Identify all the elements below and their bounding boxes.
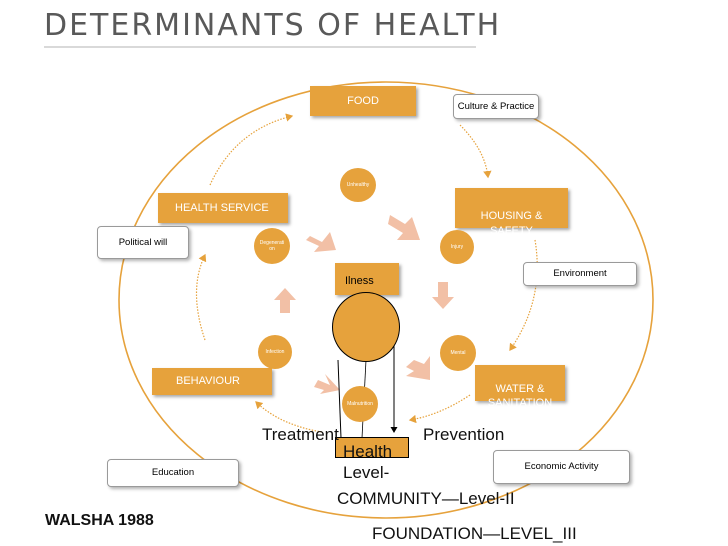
behaviour-label: BEHAVIOUR xyxy=(176,375,240,387)
arrow-health-to-food xyxy=(209,113,294,186)
political-will-box: Political will xyxy=(97,226,189,259)
education-box: Education xyxy=(107,459,239,487)
citation-text: WALSHA 1988 xyxy=(45,512,154,529)
health-level-text: Health Level- xyxy=(343,442,393,482)
water-sanitation-label: WATER & SANITATION xyxy=(487,383,553,409)
block-arrow-top-left xyxy=(306,232,336,252)
line-illness-left xyxy=(337,359,342,439)
illness-circle xyxy=(332,292,400,362)
housing-safety-box: HOUSING & SAFETY xyxy=(455,188,568,237)
inner-circle-left-lower-label: Infection xyxy=(265,349,285,355)
outer-ring xyxy=(118,81,654,519)
culture-practice-box: Culture & Practice xyxy=(453,94,539,119)
block-arrow-bottom-right xyxy=(406,356,430,380)
culture-practice-label: Culture & Practice xyxy=(457,101,535,112)
page-title: DETERMINANTS OF HEALTH xyxy=(44,8,502,43)
food-label: FOOD xyxy=(347,95,379,107)
block-arrow-top-right xyxy=(388,215,420,240)
health-level-box xyxy=(335,437,409,458)
illness-label: Ilness xyxy=(345,275,374,287)
inner-circle-bottom: Malnutrition xyxy=(342,386,378,422)
foundation-level-text: FOUNDATION—LEVEL_III xyxy=(372,524,577,543)
inner-circle-top-label: Unhealthy xyxy=(346,182,370,188)
prevention-text: Prevention xyxy=(423,425,505,444)
arrow-water-to-center xyxy=(408,394,471,424)
water-sanitation-box: WATER & SANITATION xyxy=(475,365,565,409)
treatment-text: Treatment xyxy=(262,425,339,444)
health-service-label: HEALTH SERVICE xyxy=(175,202,269,214)
inner-circle-left-upper-label: Degenerati on xyxy=(259,240,285,252)
inner-circle-top: Unhealthy xyxy=(340,168,376,202)
block-arrow-left xyxy=(274,288,296,313)
title-underline xyxy=(44,46,476,48)
education-label: Education xyxy=(151,467,195,478)
block-arrow-right xyxy=(432,282,454,309)
inner-circle-left-upper: Degenerati on xyxy=(254,228,290,264)
inner-block-arrows xyxy=(274,215,454,394)
behaviour-box: BEHAVIOUR xyxy=(152,368,272,395)
arrow-behaviour-to-health xyxy=(195,253,207,341)
inner-circle-right-upper-label: Injury xyxy=(450,244,464,250)
food-box: FOOD xyxy=(310,86,416,116)
arrow-housing-to-water xyxy=(509,239,538,351)
health-service-box: HEALTH SERVICE xyxy=(158,193,288,223)
inner-circle-right-lower: Mental xyxy=(440,335,476,371)
arrow-food-to-housing xyxy=(459,124,492,179)
inner-circle-bottom-label: Malnutrition xyxy=(347,401,373,407)
environment-label: Environment xyxy=(553,268,607,279)
economic-activity-box: Economic Activity xyxy=(493,450,630,484)
inner-circle-right-upper: Injury xyxy=(440,230,474,264)
arrow-bottom-to-behaviour xyxy=(255,401,323,433)
environment-box: Environment xyxy=(523,262,637,286)
housing-safety-label: HOUSING & SAFETY xyxy=(480,210,543,237)
economic-activity-label: Economic Activity xyxy=(524,461,599,472)
illness-box: Ilness xyxy=(335,263,399,295)
community-level-text: COMMUNITY—Level-II xyxy=(337,489,515,508)
political-will-label: Political will xyxy=(118,237,168,248)
inner-circle-right-lower-label: Mental xyxy=(450,350,466,356)
block-arrow-bottom-left xyxy=(314,374,340,394)
inner-circle-left-lower: Infection xyxy=(258,335,292,369)
